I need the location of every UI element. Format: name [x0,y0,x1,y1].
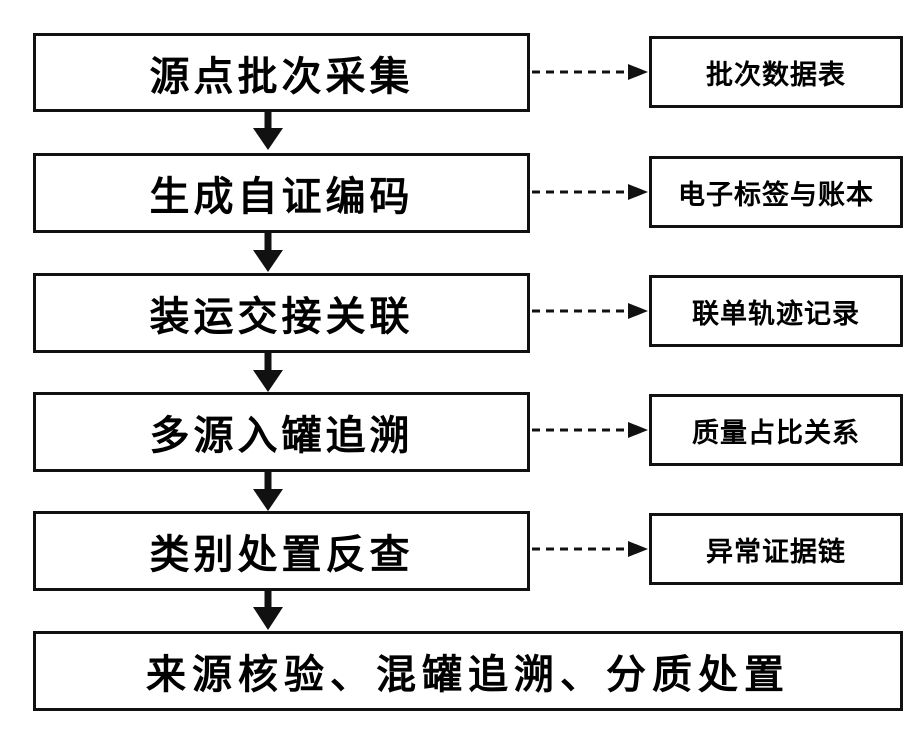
output-2-box: 电子标签与账本 [649,156,903,228]
output-arrow-1 [532,64,648,80]
step-2-box: 生成自证编码 [33,153,530,233]
output-arrow-5 [532,541,648,557]
step-4-label: 多源入罐追溯 [150,403,414,461]
flow-arrow-3 [253,353,283,392]
output-3-box: 联单轨迹记录 [649,275,903,347]
final-outcome-label: 来源核验、混罐追溯、分质处置 [146,642,790,700]
flow-arrow-5 [253,591,283,630]
step-4-box: 多源入罐追溯 [33,392,530,472]
step-1-box: 源点批次采集 [33,33,530,112]
output-5-label: 异常证据链 [706,530,846,569]
output-2-label: 电子标签与账本 [678,173,874,212]
step-5-box: 类别处置反查 [33,511,530,591]
output-1-label: 批次数据表 [706,53,846,92]
output-1-box: 批次数据表 [649,36,903,108]
output-5-box: 异常证据链 [649,513,903,585]
step-1-label: 源点批次采集 [150,44,414,102]
step-5-label: 类别处置反查 [150,522,414,580]
flow-arrow-2 [253,233,283,272]
output-arrow-3 [532,303,648,319]
step-3-label: 装运交接关联 [150,284,414,342]
flow-arrow-1 [253,111,283,150]
final-outcome-box: 来源核验、混罐追溯、分质处置 [33,631,903,711]
flow-arrow-4 [253,472,283,511]
step-3-box: 装运交接关联 [33,273,530,353]
step-2-label: 生成自证编码 [150,164,414,222]
output-4-label: 质量占比关系 [692,411,860,450]
output-3-label: 联单轨迹记录 [692,292,860,331]
output-arrow-4 [532,422,648,438]
output-4-box: 质量占比关系 [649,394,903,466]
output-arrow-2 [532,184,648,200]
